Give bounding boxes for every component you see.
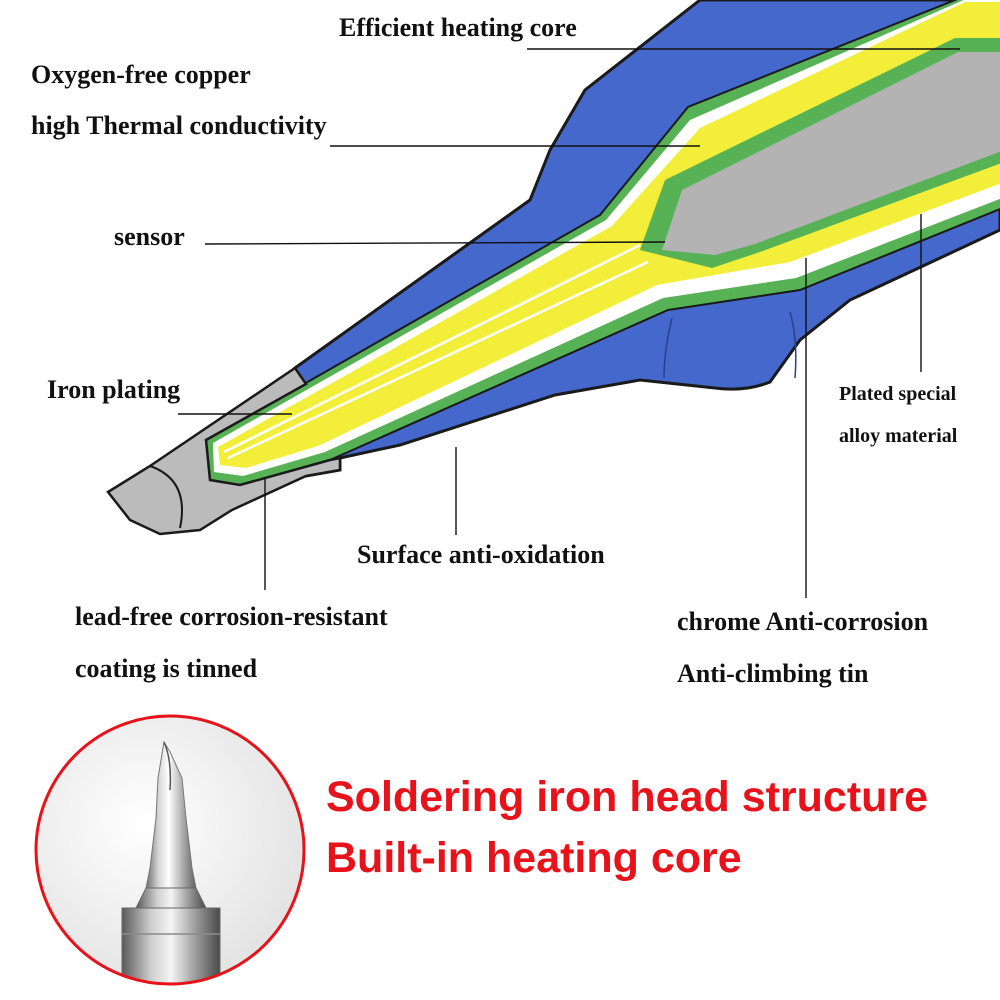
leader-sensor [204,241,666,245]
soldering-tip-photo-icon [34,714,306,986]
label-sensor: sensor [114,222,185,251]
iron-plating-tip [106,366,342,536]
label-iron-plating: Iron plating [47,375,180,404]
inset-tip-shank [121,907,221,984]
headline-title: Soldering iron head structure [326,773,929,821]
inset-tip-collar [135,887,207,909]
label-efficient-heating-core: Efficient heating core [339,13,577,42]
tip-bevel-line [149,465,183,529]
label-plated-special: Plated special [839,383,957,405]
shell-seam-line [663,311,797,379]
label-alloy-material: alloy material [839,425,958,447]
label-high-thermal-conductivity: high Thermal conductivity [31,111,327,140]
label-surface-anti-oxidation: Surface anti-oxidation [357,540,605,569]
inset-border [34,714,306,986]
label-oxygen-free-copper: Oxygen-free copper [31,60,251,89]
headline-subtitle: Built-in heating core [326,834,742,882]
label-lead-free: lead-free corrosion-resistant [75,602,388,631]
heating-core [662,52,1000,255]
label-anti-climbing-tin: Anti-climbing tin [677,659,869,688]
leader-lines [178,48,960,598]
label-chrome-anti-corrosion: chrome Anti-corrosion [677,607,929,636]
sensor-wire-line [223,243,649,460]
inset-tip-bevel [163,741,172,791]
callout-labels: Efficient heating core Oxygen-free coppe… [31,13,958,688]
label-coating-tinned: coating is tinned [75,654,258,683]
